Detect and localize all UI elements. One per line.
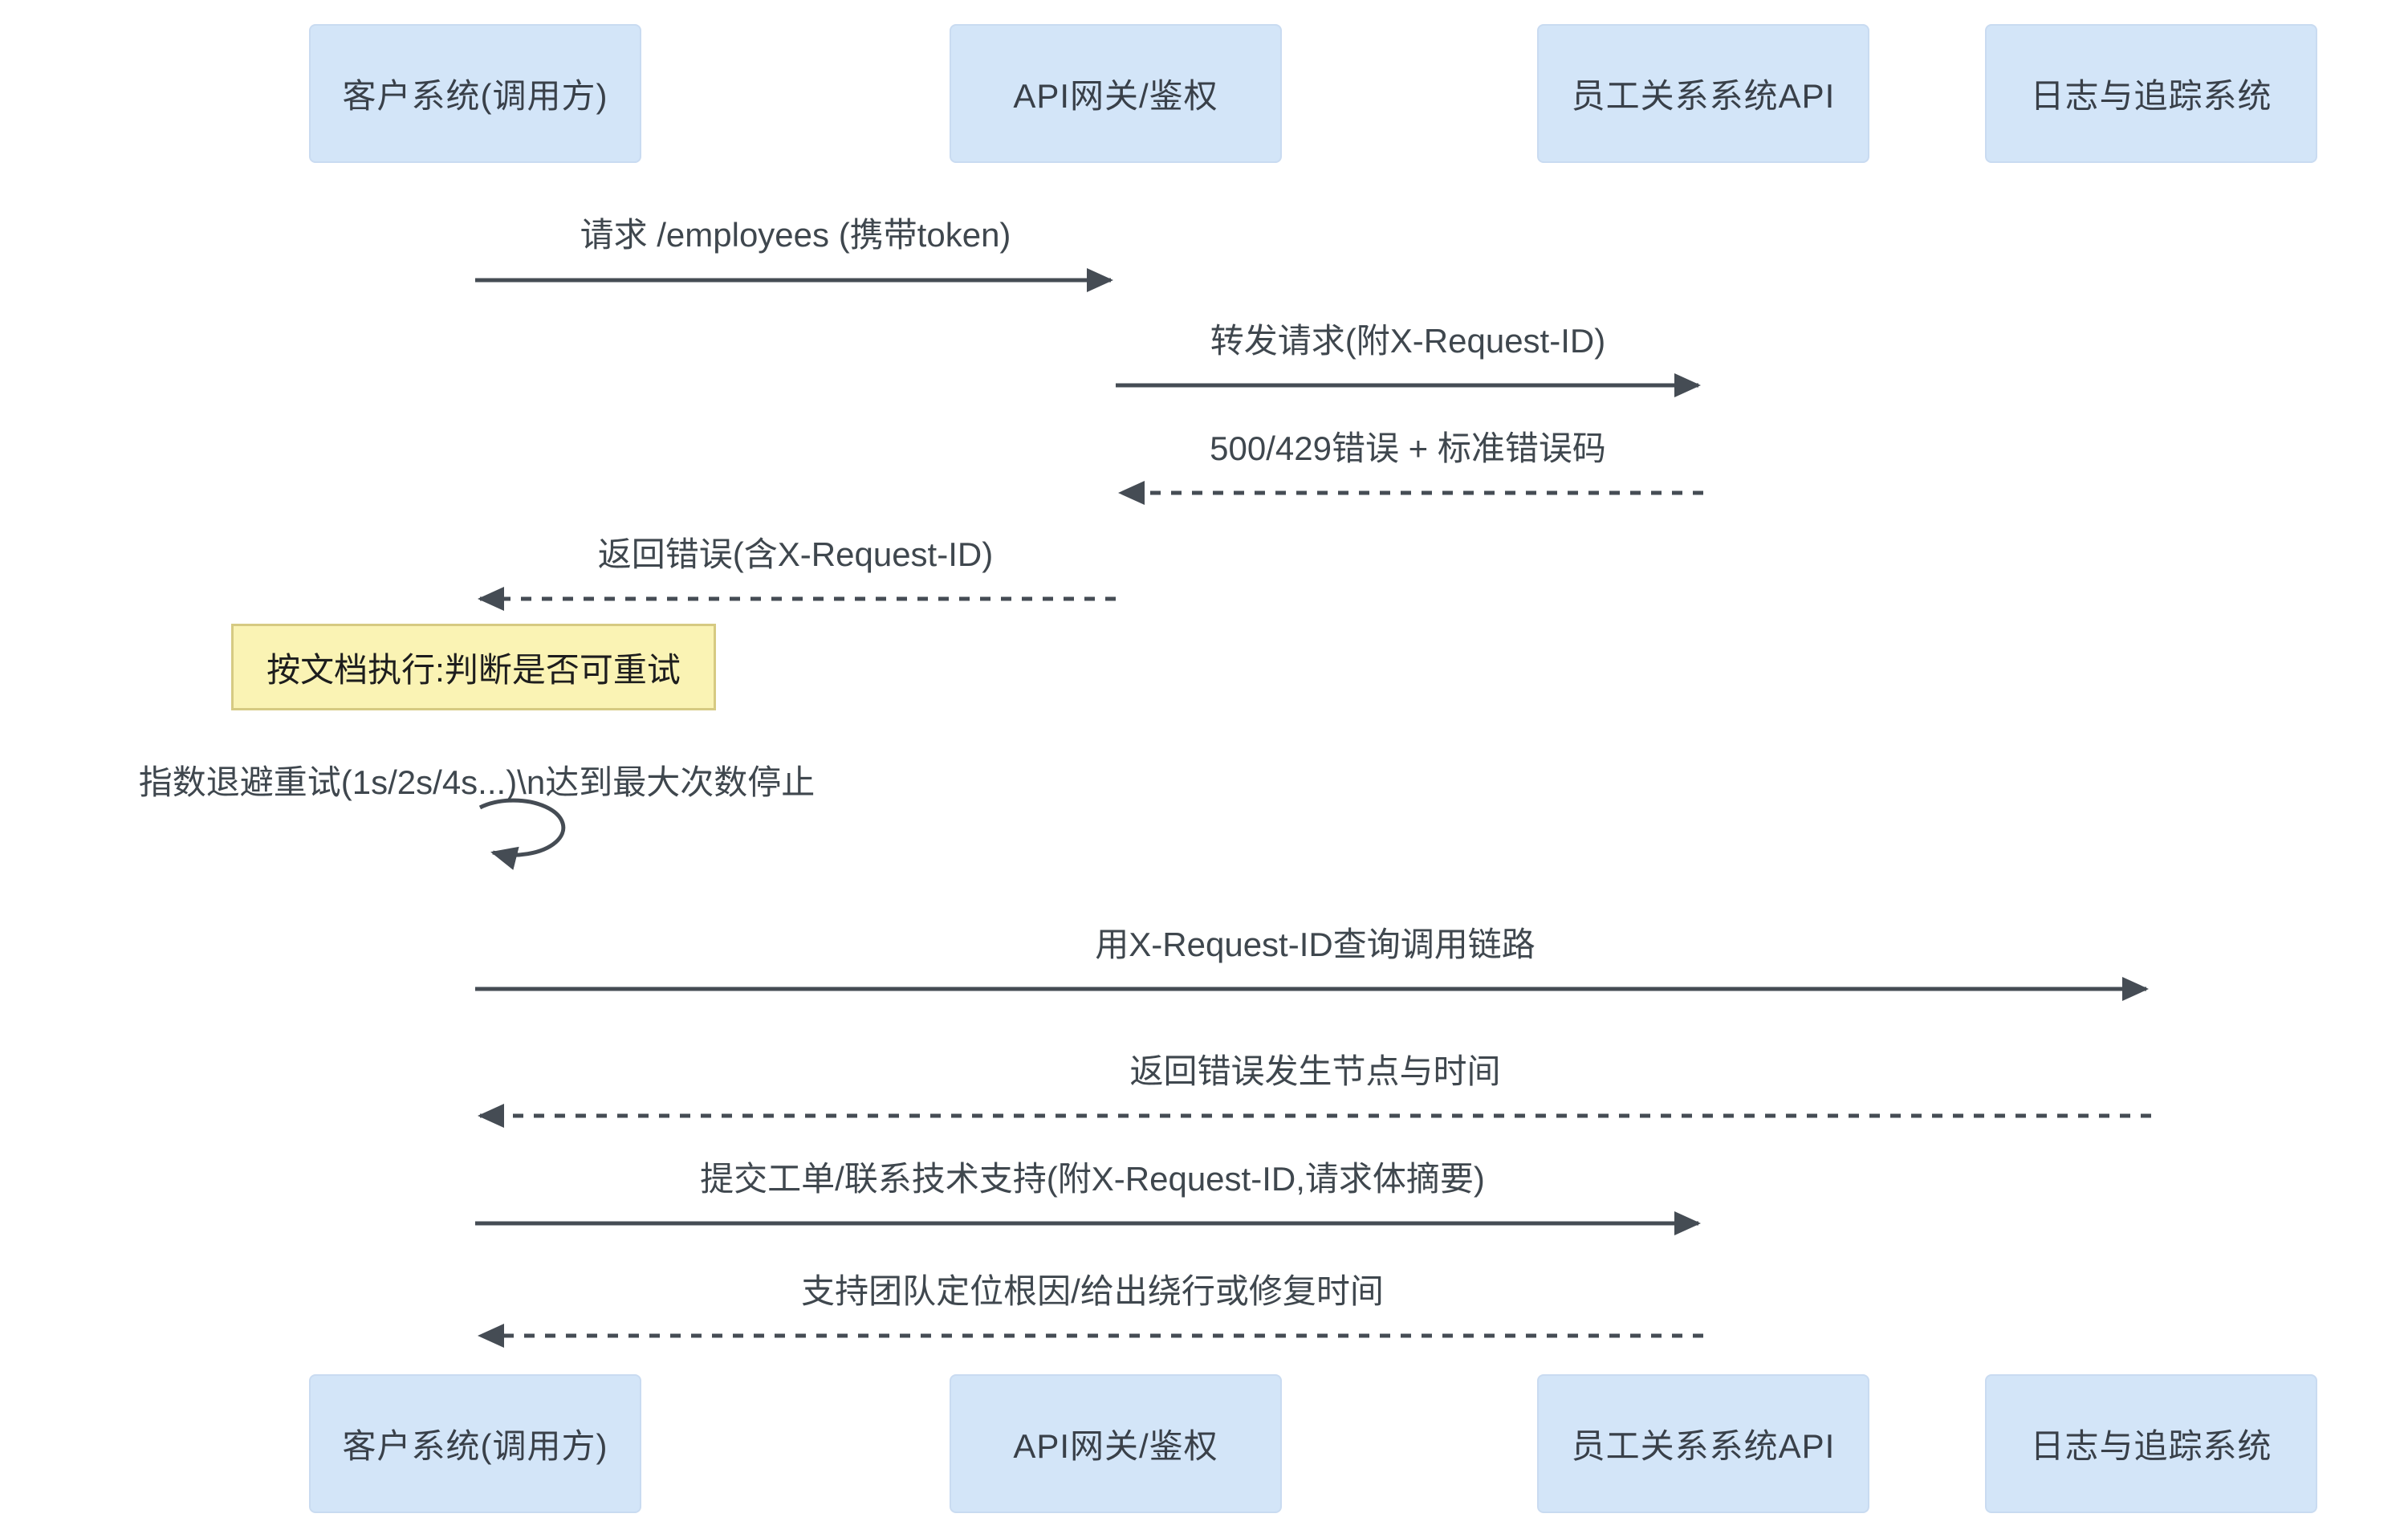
participant-bottom-tracing: 日志与追踪系统 [1985,1374,2317,1513]
message-label-query-trace: 用X-Request-ID查询调用链路 [1095,926,1536,963]
note-retry-decision: 按文档执行:判断是否可重试 [231,624,716,710]
message-label-support-reply: 支持团队定位根因/给出绕行或修复时间 [801,1272,1384,1310]
self-loop-label: 指数退避重试(1s/2s/4s...)\n达到最大次数停止 [138,763,816,801]
message-label-error-code: 500/429错误 + 标准错误码 [1210,429,1606,467]
participant-bottom-gateway: API网关/鉴权 [950,1374,1282,1513]
participant-top-gateway: API网关/鉴权 [950,24,1282,163]
message-label-submit-ticket: 提交工单/联系技术支持(附X-Request-ID,请求体摘要) [700,1160,1485,1198]
participant-top-client: 客户系统(调用方) [309,24,641,163]
message-label-return-error: 返回错误(含X-Request-ID) [597,535,994,573]
self-loop-arc [478,798,566,870]
participant-bottom-hr-api: 员工关系系统API [1537,1374,1869,1513]
message-label-forward: 转发请求(附X-Request-ID) [1210,322,1606,360]
participant-bottom-client: 客户系统(调用方) [309,1374,641,1513]
message-label-request: 请求 /employees (携带token) [580,216,1011,254]
message-label-trace-result: 返回错误发生节点与时间 [1129,1052,1501,1090]
participant-top-hr-api: 员工关系系统API [1537,24,1869,163]
participant-top-tracing: 日志与追踪系统 [1985,24,2317,163]
